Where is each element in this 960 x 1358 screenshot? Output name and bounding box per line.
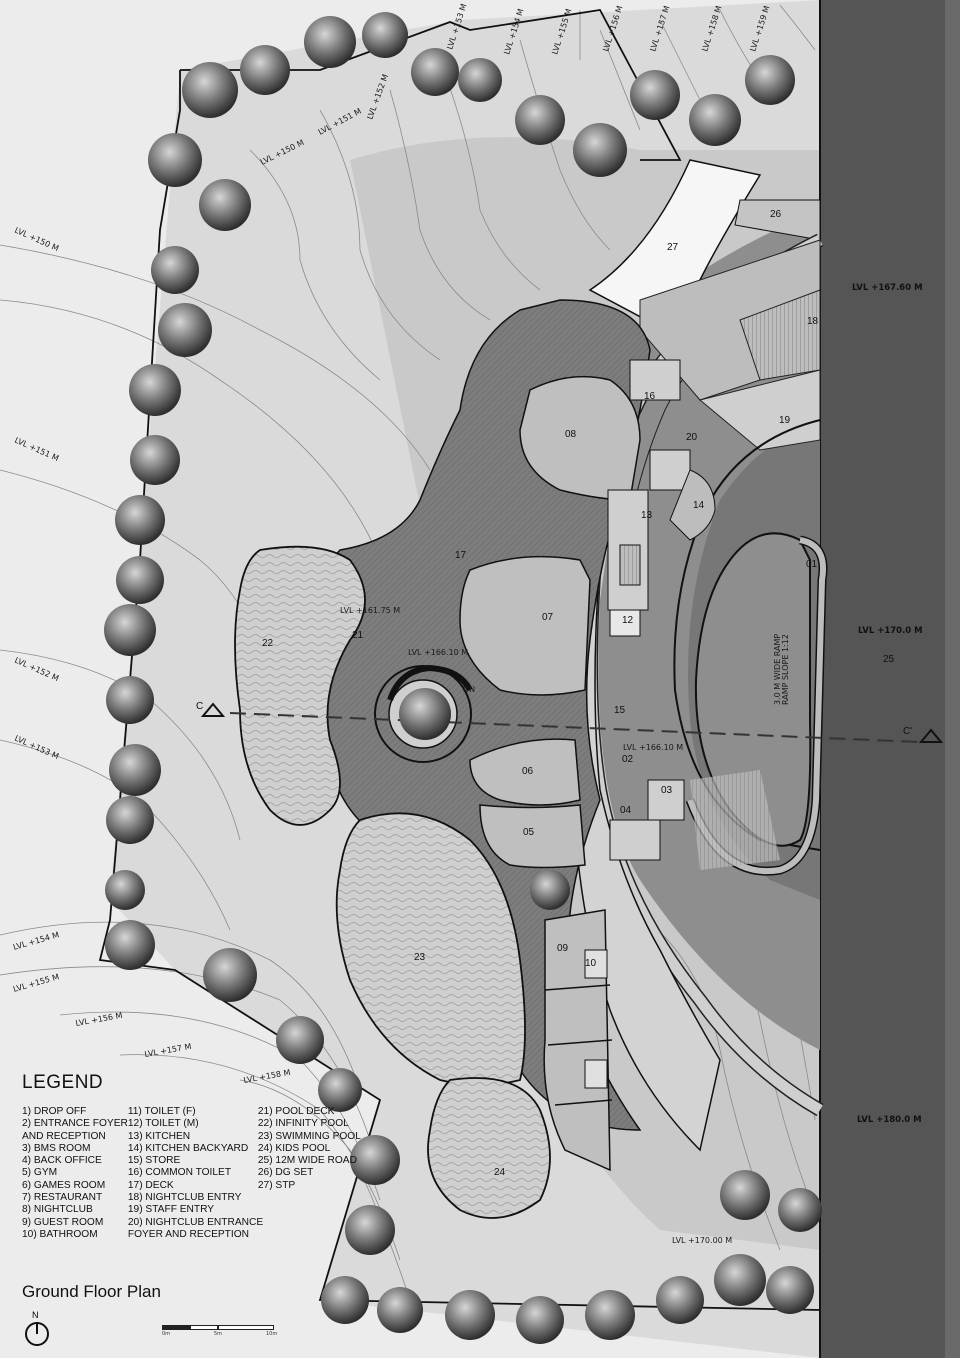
legend-item: 17) DECK bbox=[127, 1179, 174, 1191]
scale-bar: 0m 5m 10m bbox=[162, 1325, 278, 1345]
room-number: 02 bbox=[622, 754, 634, 765]
south-level: LVL +170.00 M bbox=[672, 1236, 732, 1245]
legend-item: 8) NIGHTCLUB bbox=[22, 1204, 93, 1216]
room-number: 12 bbox=[622, 615, 634, 626]
legend-item: 27) STP bbox=[257, 1179, 296, 1191]
scale-tick: 0m bbox=[162, 1331, 171, 1337]
road-level-top: LVL +167.60 M bbox=[852, 283, 923, 293]
gym-room bbox=[479, 804, 586, 869]
legend-item: 20) NIGHTCLUB ENTRANCE bbox=[127, 1216, 264, 1228]
ramp-width-label: 3.0 M WIDE RAMP bbox=[773, 634, 782, 705]
room-number: 26 bbox=[770, 209, 782, 220]
room-number: 14 bbox=[693, 500, 705, 511]
legend-item: FOYER AND RECEPTION bbox=[127, 1228, 249, 1240]
legend-item: 2) ENTRANCE FOYER bbox=[22, 1118, 128, 1130]
room-number: 17 bbox=[455, 550, 467, 561]
legend-item: 12) TOILET (M) bbox=[127, 1118, 199, 1130]
legend-item: 15) STORE bbox=[127, 1155, 181, 1167]
legend-item: 3) BMS ROOM bbox=[22, 1142, 91, 1154]
road-number: 25 bbox=[883, 654, 895, 665]
entry-level: LVL +166.10 M bbox=[623, 743, 683, 752]
stair-direction: DN bbox=[463, 685, 475, 694]
road-area bbox=[820, 0, 960, 1358]
legend-item: 21) POOL DECK bbox=[257, 1106, 335, 1117]
room-number: 18 bbox=[807, 316, 819, 327]
legend-item: 10) BATHROOM bbox=[22, 1228, 98, 1240]
section-line bbox=[229, 712, 921, 743]
room-number: 07 bbox=[542, 612, 554, 623]
legend-item: 9) GUEST ROOM bbox=[22, 1216, 104, 1228]
stair-level: LVL +166.10 M bbox=[408, 648, 468, 657]
room-number: 22 bbox=[262, 638, 274, 649]
legend-item: 13) KITCHEN bbox=[127, 1130, 191, 1142]
infinity-pool bbox=[234, 545, 366, 826]
room-number: 10 bbox=[585, 958, 597, 969]
room-number: 01 bbox=[806, 559, 818, 570]
legend-item: 23) SWIMMING POOL bbox=[257, 1130, 361, 1142]
legend-item: 25) 12M WIDE ROAD bbox=[257, 1155, 357, 1167]
ramp-slope-label: RAMP SLOPE 1:12 bbox=[781, 634, 790, 705]
legend-item: 11) TOILET (F) bbox=[127, 1106, 196, 1117]
section-mark-left: C bbox=[196, 701, 203, 712]
legend-item: 7) RESTAURANT bbox=[22, 1192, 103, 1204]
room-number: 06 bbox=[522, 766, 534, 777]
legend-item: 19) STAFF ENTRY bbox=[127, 1204, 215, 1216]
room-number: 09 bbox=[557, 943, 569, 954]
legend-item: 26) DG SET bbox=[257, 1167, 314, 1179]
legend-item: AND RECEPTION bbox=[22, 1130, 106, 1142]
north-label: N bbox=[32, 1310, 39, 1320]
legend-item: 5) GYM bbox=[22, 1167, 58, 1179]
scale-tick: 5m bbox=[214, 1331, 223, 1337]
room-number: 15 bbox=[614, 705, 626, 716]
room-numbers: 01 02 03 04 05 06 07 08 09 10 12 13 14 1… bbox=[262, 209, 819, 1178]
road-level-mid: LVL +170.0 M bbox=[858, 626, 923, 636]
restaurant-room bbox=[459, 555, 591, 696]
north-arrow-icon: N bbox=[24, 1310, 50, 1350]
games-room bbox=[469, 738, 581, 806]
legend-item: 14) KITCHEN BACKYARD bbox=[127, 1142, 249, 1154]
room-number: 05 bbox=[523, 827, 535, 838]
nightclub-room bbox=[519, 375, 641, 501]
room-number: 16 bbox=[644, 391, 656, 402]
scale-tick: 10m bbox=[266, 1331, 278, 1337]
room-number: 23 bbox=[414, 952, 426, 963]
room-number: 03 bbox=[661, 785, 673, 796]
room-number: 27 bbox=[667, 242, 679, 253]
scale-segment bbox=[218, 1325, 274, 1330]
legend-item: 18) NIGHTCLUB ENTRY bbox=[127, 1192, 242, 1204]
legend-item: 4) BACK OFFICE bbox=[22, 1155, 102, 1167]
legend-item: 24) KIDS POOL bbox=[257, 1142, 331, 1154]
road-level-bottom: LVL +180.0 M bbox=[857, 1115, 922, 1125]
room-number: 24 bbox=[494, 1167, 506, 1178]
room-number: 04 bbox=[620, 805, 632, 816]
room-number: 20 bbox=[686, 432, 698, 443]
legend-item: 16) COMMON TOILET bbox=[127, 1167, 232, 1179]
legend-item: 1) DROP OFF bbox=[22, 1106, 87, 1117]
kids-pool bbox=[427, 1077, 551, 1219]
north-pointer bbox=[36, 1322, 38, 1334]
room-number: 19 bbox=[779, 415, 791, 426]
section-mark-right: C' bbox=[903, 726, 912, 737]
legend-item: 22) INFINITY POOL bbox=[257, 1118, 349, 1130]
room-number: 08 bbox=[565, 429, 577, 440]
scale-segment bbox=[190, 1325, 218, 1330]
room-number: 21 bbox=[352, 630, 364, 641]
deck-level: LVL +161.75 M bbox=[340, 606, 400, 615]
plan-title: Ground Floor Plan bbox=[22, 1282, 161, 1301]
room-number: 13 bbox=[641, 510, 653, 521]
legend-item: 6) GAMES ROOM bbox=[22, 1179, 106, 1191]
legend-title: LEGEND bbox=[22, 1072, 104, 1093]
tree-canopies bbox=[104, 12, 822, 1344]
scale-segment bbox=[162, 1325, 190, 1330]
